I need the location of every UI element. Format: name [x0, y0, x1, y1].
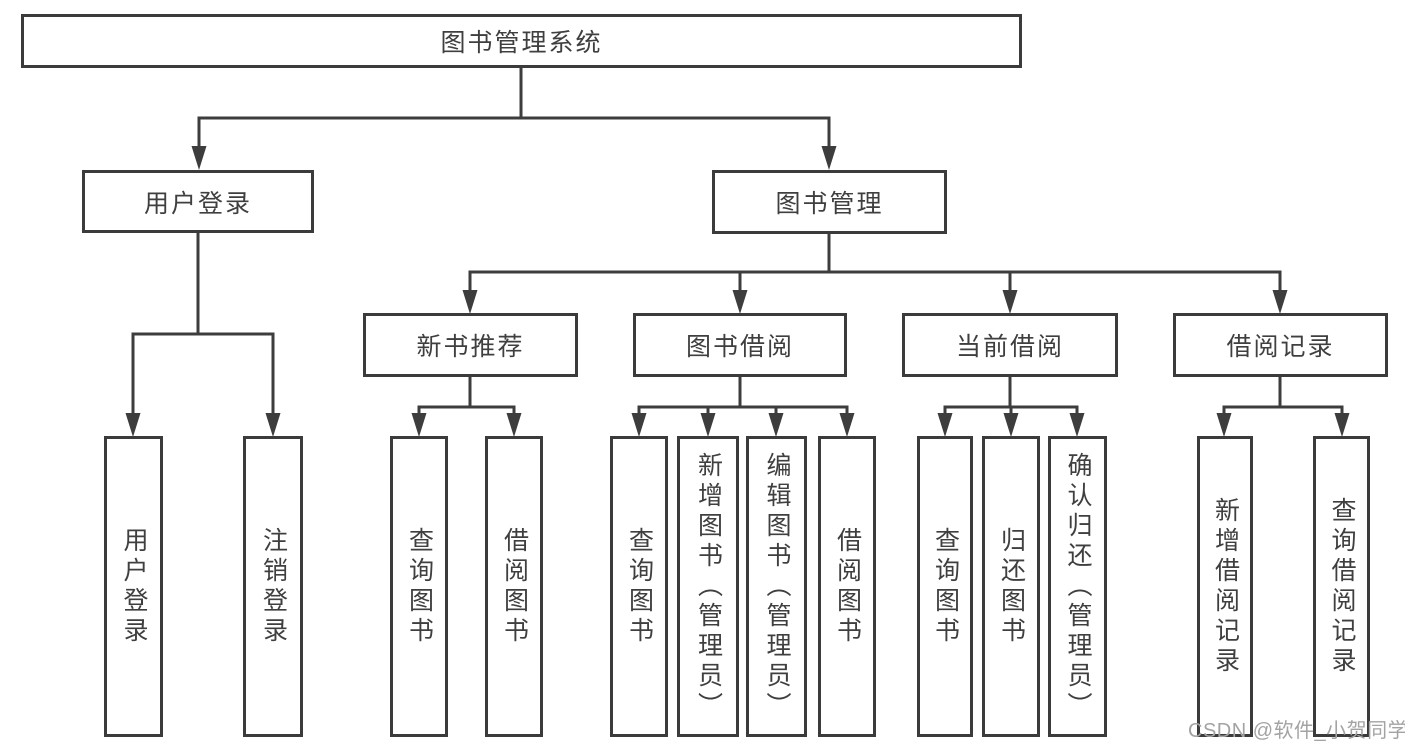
leaf-label: 用户登录: [120, 526, 148, 647]
leaf-confirm-return-admin: 确认归还（管理员）: [1048, 436, 1107, 737]
leaf-label: 新增借阅记录: [1211, 496, 1240, 677]
leaf-query-borrow-record: 查询借阅记录: [1313, 436, 1370, 737]
node-current-borrow: 当前借阅: [902, 313, 1118, 377]
node-book-management: 图书管理: [712, 170, 947, 234]
leaf-edit-book-admin: 编辑图书（管理员）: [746, 436, 807, 737]
connector-current-borrow: [943, 377, 1079, 415]
leaf-borrow-books: 借阅图书: [818, 436, 876, 737]
connector-root: [197, 68, 831, 148]
leaf-query-books-current: 查询图书: [917, 436, 973, 737]
leaf-add-book-admin: 新增图书（管理员）: [677, 436, 739, 737]
node-borrow-records: 借阅记录: [1173, 313, 1388, 377]
node-book-borrow: 图书借阅: [633, 313, 847, 377]
leaf-logout: 注销登录: [243, 436, 303, 737]
leaf-borrow-books-recommend: 借阅图书: [485, 436, 543, 737]
leaf-label: 注销登录: [259, 526, 288, 647]
leaf-query-books-borrow: 查询图书: [610, 436, 668, 737]
leaf-label: 确认归还（管理员）: [1064, 451, 1092, 722]
node-library-management-system: 图书管理系统: [21, 14, 1022, 68]
node-user-login: 用户登录: [82, 170, 314, 233]
leaf-add-borrow-record: 新增借阅记录: [1197, 436, 1253, 737]
connector-new-book: [417, 377, 516, 415]
leaf-label: 归还图书: [997, 526, 1026, 647]
leaf-user-login: 用户登录: [104, 436, 163, 737]
leaf-label: 查询图书: [625, 526, 654, 647]
arrowheads: [125, 146, 1350, 437]
leaf-return-books: 归还图书: [982, 436, 1040, 737]
leaf-label: 查询图书: [405, 526, 434, 647]
node-new-book-recommend: 新书推荐: [363, 313, 578, 377]
connector-book-borrow: [637, 377, 849, 415]
leaf-label: 借阅图书: [833, 526, 862, 647]
leaf-label: 编辑图书（管理员）: [763, 451, 791, 722]
connector-user-login: [131, 233, 275, 414]
leaf-label: 新增图书（管理员）: [694, 451, 723, 722]
connector-borrow-records: [1222, 377, 1344, 415]
leaf-query-books-recommend: 查询图书: [390, 436, 448, 737]
leaf-label: 借阅图书: [500, 526, 529, 647]
leaf-label: 查询图书: [931, 526, 960, 647]
connector-book-management: [468, 234, 1282, 292]
leaf-label: 查询借阅记录: [1328, 496, 1356, 677]
csdn-watermark: CSDN @软件_小贺同学: [1188, 720, 1405, 742]
